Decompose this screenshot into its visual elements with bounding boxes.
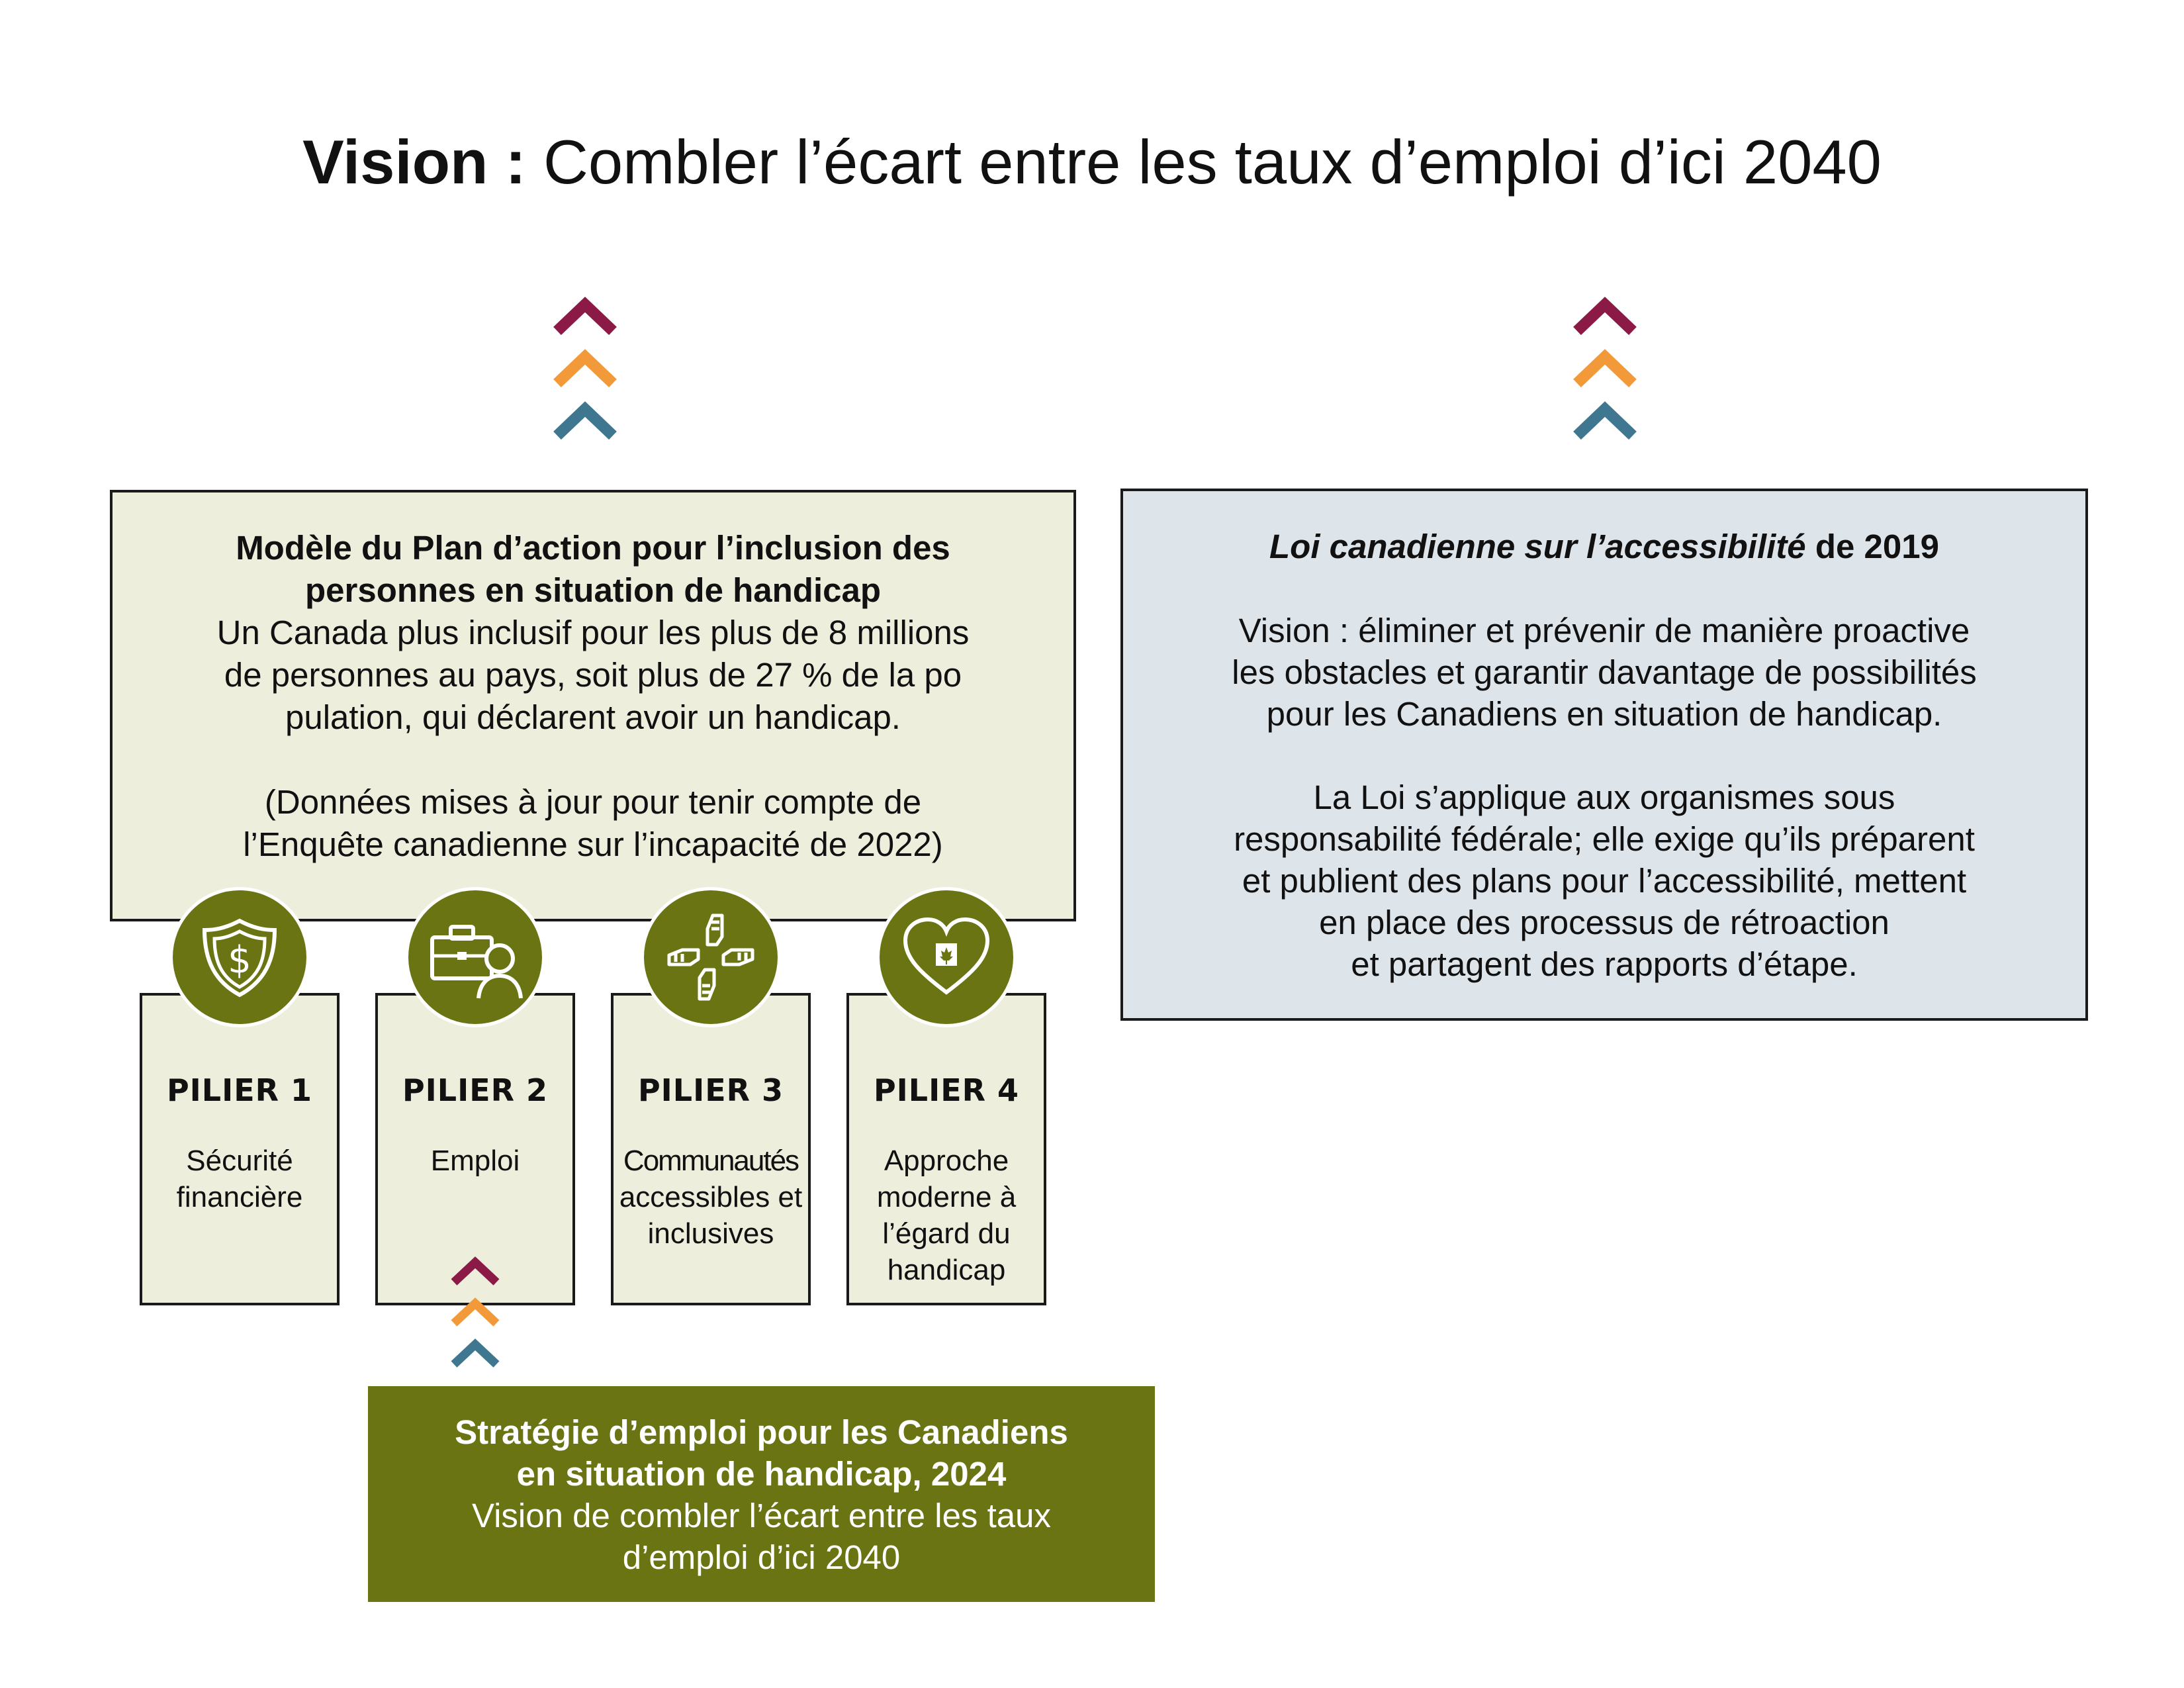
pillar-1-card: PILIER 1 Sécurité financière xyxy=(140,993,340,1305)
pillar-desc-line: financière xyxy=(176,1181,303,1213)
loi-scope-line: La Loi s’applique aux organismes sous xyxy=(1313,778,1895,816)
loi-heading: Loi canadienne sur l’accessibilité de 20… xyxy=(1123,526,2085,568)
svg-text:$: $ xyxy=(228,939,251,982)
loi-heading-rest: de 2019 xyxy=(1805,528,1939,565)
loi-vision-line: pour les Canadiens en situation de handi… xyxy=(1266,695,1942,733)
chevron-stack-left xyxy=(552,293,618,442)
page-title: Vision : Combler l’écart entre les taux … xyxy=(0,126,2184,199)
loi-vision-line: Vision : éliminer et prévenir de manière… xyxy=(1238,612,1970,649)
pillar-desc-line: Sécurité xyxy=(186,1145,293,1177)
plan-heading-line: personnes en situation de handicap xyxy=(305,571,881,609)
pillar-name: PILIER 2 xyxy=(402,1072,549,1108)
plan-action-box: Modèle du Plan d’action pour l’inclusion… xyxy=(110,490,1076,921)
shield-dollar-icon: $ xyxy=(202,918,277,998)
plan-body-line: Un Canada plus inclusif pour les plus de… xyxy=(216,614,970,651)
pillar-4-card: PILIER 4 Approche moderne à l’égard du h… xyxy=(846,993,1046,1305)
pillar-name: PILIER 3 xyxy=(637,1072,784,1108)
loi-scope-line: et partagent des rapports d’étape. xyxy=(1351,945,1858,983)
strategy-body-line: Vision de combler l’écart entre les taux xyxy=(472,1497,1051,1534)
pillar-desc-line: moderne à xyxy=(876,1181,1017,1213)
heart-flag-icon xyxy=(903,917,990,995)
chevrons-up-icon xyxy=(451,1256,500,1368)
loi-vision-line: les obstacles et garantir davantage de p… xyxy=(1232,653,1977,691)
pillar-description: Communautés accessibles et inclusives xyxy=(617,1143,804,1252)
loi-heading-italic: Loi canadienne sur l’accessibilité xyxy=(1269,528,1806,565)
pillar-desc-line: accessibles et xyxy=(619,1181,803,1213)
helping-hands-icon xyxy=(667,914,754,1001)
pillar-4-icon-badge xyxy=(876,887,1017,1027)
loi-scope-line: et publient des plans pour l’accessibili… xyxy=(1242,862,1967,900)
pillar-name: PILIER 1 xyxy=(166,1072,313,1108)
strategy-body-line: d’emploi d’ici 2040 xyxy=(622,1538,901,1576)
pillar-2-icon-badge xyxy=(405,887,545,1027)
pillar-desc-line: l’égard du xyxy=(882,1217,1011,1250)
pillar-desc-line: Communautés xyxy=(623,1145,799,1177)
chevrons-up-icon xyxy=(553,297,617,440)
plan-note-line: l’Enquête canadienne sur l’incapacité de… xyxy=(243,825,943,863)
pillar-1-icon-badge: $ xyxy=(169,887,310,1027)
pillar-description: Emploi xyxy=(382,1143,569,1179)
loi-scope-line: responsabilité fédérale; elle exige qu’i… xyxy=(1234,820,1975,858)
pillar-2-card: PILIER 2 Emploi xyxy=(375,993,575,1305)
pillar-description: Sécurité financière xyxy=(146,1143,333,1215)
loi-accessibilite-box: Loi canadienne sur l’accessibilité de 20… xyxy=(1120,489,2088,1021)
title-bold: Vision : xyxy=(302,127,526,197)
pillar-desc-line: handicap xyxy=(887,1254,1006,1286)
briefcase-person-icon xyxy=(430,925,523,999)
pillar-desc-line: Approche xyxy=(884,1145,1009,1177)
pillar-3-icon-badge xyxy=(641,887,781,1027)
employment-strategy-box: Stratégie d’emploi pour les Canadiens en… xyxy=(368,1386,1155,1602)
strategy-heading-line: Stratégie d’emploi pour les Canadiens xyxy=(455,1413,1068,1451)
title-rest: Combler l’écart entre les taux d’emploi … xyxy=(543,127,1882,197)
chevrons-up-icon xyxy=(1573,297,1637,440)
pillar-desc-line: Emploi xyxy=(430,1145,520,1177)
plan-body-line: de personnes au pays, soit plus de 27 % … xyxy=(224,656,962,694)
pillar-desc-line: inclusives xyxy=(647,1217,774,1250)
pillar-3-card: PILIER 3 Communautés accessibles et incl… xyxy=(611,993,811,1305)
chevron-stack-right xyxy=(1572,293,1638,442)
pillar-name: PILIER 4 xyxy=(873,1072,1020,1108)
plan-note-line: (Données mises à jour pour tenir compte … xyxy=(264,783,922,821)
plan-heading-line: Modèle du Plan d’action pour l’inclusion… xyxy=(236,529,950,567)
plan-body-line: pulation, qui déclarent avoir un handica… xyxy=(285,698,901,736)
strategy-heading-line: en situation de handicap, 2024 xyxy=(516,1455,1007,1493)
pillar-description: Approche moderne à l’égard du handicap xyxy=(853,1143,1040,1288)
loi-scope-line: en place des processus de rétroaction xyxy=(1319,904,1889,941)
chevron-stack-bottom xyxy=(450,1253,500,1372)
